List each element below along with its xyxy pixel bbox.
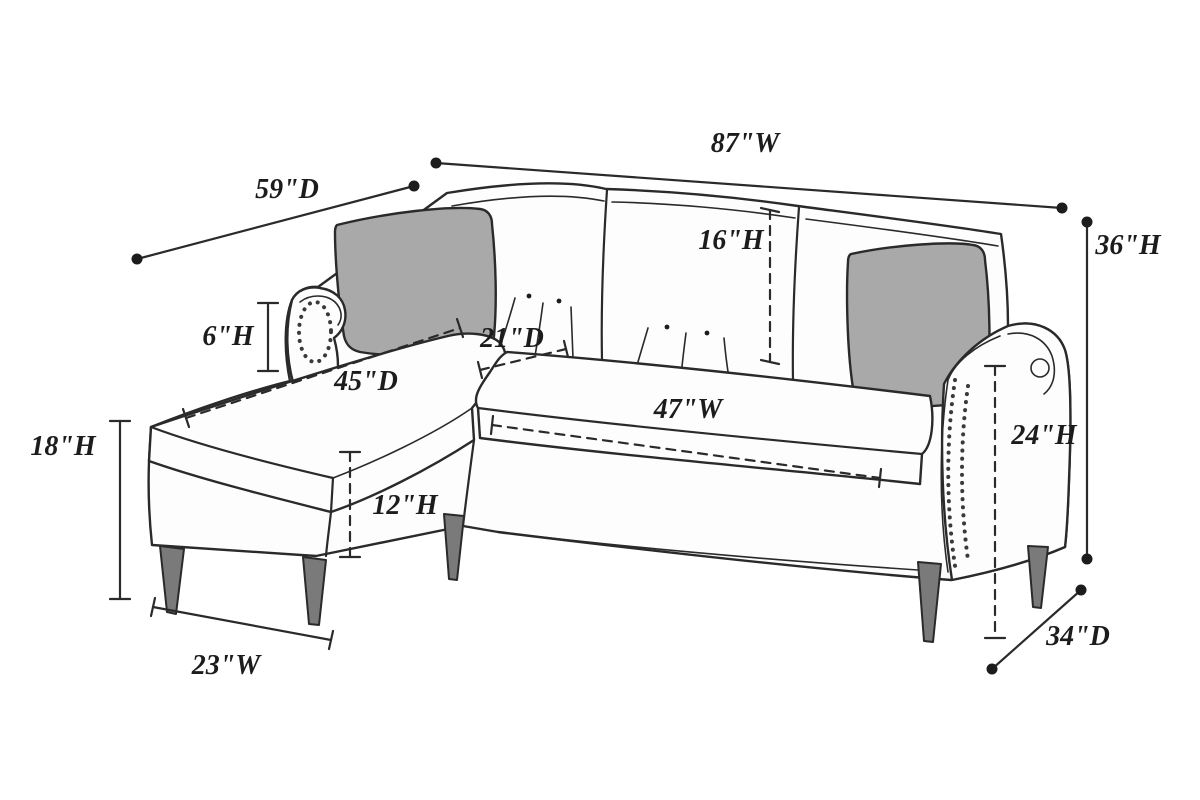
dim-arm-front-height: 6"H: [202, 301, 280, 373]
right-arm: [940, 322, 1072, 582]
seat-cushion-shape: [474, 350, 934, 486]
dim-chaise-width-label: 23"W: [191, 650, 263, 681]
dim-seat-depth: 21"D: [476, 323, 570, 380]
dim-back-cushion-height-label: 16"H: [698, 225, 765, 256]
sofa-leg: [443, 513, 465, 581]
left-arm-scroll: [299, 295, 342, 326]
left-arm-nailheads: [297, 300, 333, 364]
dim-overall-height-label: 36"H: [1094, 230, 1162, 261]
sofa-leg: [159, 545, 185, 615]
sofa-base-rail: [497, 531, 919, 571]
dim-chaise-base-height: 12"H: [338, 450, 439, 559]
chaise-side-crease: [332, 407, 473, 479]
left-arm: [286, 286, 347, 388]
tuft-button: [664, 324, 670, 330]
back-roll-middle: [611, 201, 796, 219]
dim-left-depth-label: 59"D: [255, 174, 319, 205]
dim-seat-depth-label: 21"D: [479, 323, 544, 354]
seat-cushion: [474, 350, 934, 486]
dim-seat-height-label: 18"H: [30, 431, 97, 462]
sofa-leg: [1027, 545, 1049, 609]
seat-front-crease: [476, 406, 924, 456]
dim-seat-height: 18"H: [30, 419, 132, 601]
dim-right-depth: 34"D: [986, 584, 1110, 675]
dim-seat-width-label: 47"W: [653, 394, 725, 425]
dim-left-depth: 59"D: [131, 174, 420, 265]
dim-overall-height: 36"H: [1081, 216, 1162, 565]
dim-right-depth-label: 34"D: [1045, 621, 1110, 652]
dimensions: 87"W 59"D 36"H 34"D 16"H: [30, 128, 1162, 681]
dim-arm-height: 24"H: [983, 364, 1078, 640]
legs: [159, 513, 1049, 643]
dim-chaise-width: 23"W: [149, 596, 335, 681]
right-arm-scroll: [1007, 332, 1056, 395]
back-roll-right: [805, 218, 999, 247]
dim-chaise-depth-label: 45"D: [333, 366, 398, 397]
dim-chaise-base-height-label: 12"H: [372, 490, 439, 521]
dim-arm-height-label: 24"H: [1010, 420, 1078, 451]
dim-seat-width: 47"W: [489, 394, 883, 489]
chaise-corner-line: [329, 476, 335, 514]
sofa-leg: [917, 561, 942, 643]
back-roll-left: [451, 195, 605, 207]
sofa-illustration: [147, 182, 1072, 643]
left-arm-shape: [286, 286, 347, 388]
chaise-front-crease: [149, 425, 335, 480]
dim-arm-front-height-label: 6"H: [202, 321, 255, 352]
tuft-pleat: [534, 302, 544, 357]
right-arm-nailheads-inner: [960, 384, 970, 562]
tuft-button: [556, 298, 562, 304]
tuft-pleat: [570, 306, 574, 359]
tuft-button: [526, 293, 532, 299]
dim-overall-width: 87"W: [430, 128, 1068, 214]
dim-chaise-depth: 45"D: [181, 317, 465, 429]
sofa-leg: [302, 556, 327, 626]
tuft-button: [704, 330, 710, 336]
right-arm-scroll-center: [1030, 358, 1050, 378]
chaise-base-side: [324, 510, 333, 558]
back-seam-right: [791, 205, 801, 384]
dim-overall-width-label: 87"W: [711, 128, 782, 159]
right-arm-panel-edge: [940, 335, 1001, 573]
dim-back-cushion-height: 16"H: [698, 206, 781, 366]
back-seam-left: [600, 188, 609, 362]
